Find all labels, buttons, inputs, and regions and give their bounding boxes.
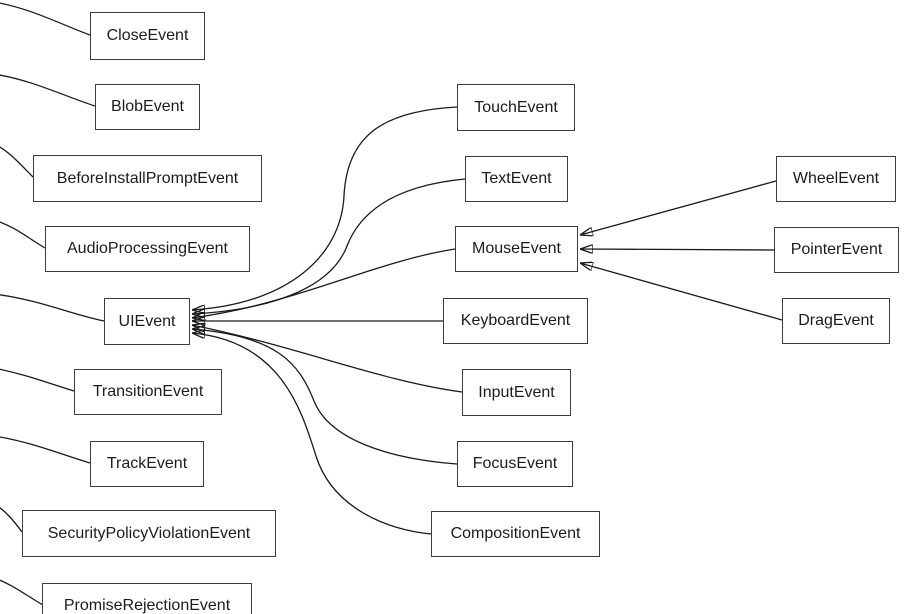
node-promiserejectionevent: PromiseRejectionEvent — [42, 583, 252, 614]
edge-pointerevent-to-mouseevent — [580, 249, 775, 250]
node-closeevent: CloseEvent — [90, 12, 205, 60]
node-blobevent: BlobEvent — [95, 84, 200, 130]
edge-wheelevent-to-mouseevent — [580, 180, 777, 235]
node-pointerevent: PointerEvent — [774, 227, 899, 273]
edge-inputevent-to-uievent — [192, 325, 463, 393]
edge-securitypolicyviolationevent-to-offscreen-left — [0, 507, 23, 533]
edge-closeevent-to-offscreen-left — [0, 2, 91, 36]
node-focusevent: FocusEvent — [457, 441, 573, 487]
node-dragevent: DragEvent — [782, 298, 890, 344]
edge-audioprocessingevent-to-offscreen-left — [0, 221, 46, 249]
edge-uievent-to-offscreen-left — [0, 294, 105, 322]
node-textevent: TextEvent — [465, 156, 568, 202]
edge-trackevent-to-offscreen-left — [0, 436, 91, 464]
edge-transitionevent-to-offscreen-left — [0, 368, 75, 392]
edge-touchevent-to-uievent — [192, 106, 458, 310]
edge-beforeinstallpromptevent-to-offscreen-left — [0, 146, 34, 178]
node-wheelevent: WheelEvent — [776, 156, 896, 202]
edge-compositionevent-to-uievent — [192, 333, 432, 535]
edge-promiserejectionevent-to-offscreen-left — [0, 579, 44, 606]
node-securitypolicyviolationevent: SecurityPolicyViolationEvent — [22, 510, 276, 557]
node-trackevent: TrackEvent — [90, 441, 204, 487]
node-compositionevent: CompositionEvent — [431, 511, 600, 557]
edge-focusevent-to-uievent — [192, 329, 458, 465]
node-mouseevent: MouseEvent — [455, 226, 578, 272]
edge-dragevent-to-mouseevent — [580, 263, 783, 321]
node-keyboardevent: KeyboardEvent — [443, 298, 588, 344]
node-uievent: UIEvent — [104, 298, 190, 345]
node-touchevent: TouchEvent — [457, 84, 575, 131]
edge-mouseevent-to-uievent — [192, 248, 456, 318]
node-beforeinstallpromptevent: BeforeInstallPromptEvent — [33, 155, 262, 202]
node-transitionevent: TransitionEvent — [74, 369, 222, 415]
node-inputevent: InputEvent — [462, 369, 571, 416]
node-audioprocessingevent: AudioProcessingEvent — [45, 226, 250, 272]
edge-blobevent-to-offscreen-left — [0, 74, 96, 107]
